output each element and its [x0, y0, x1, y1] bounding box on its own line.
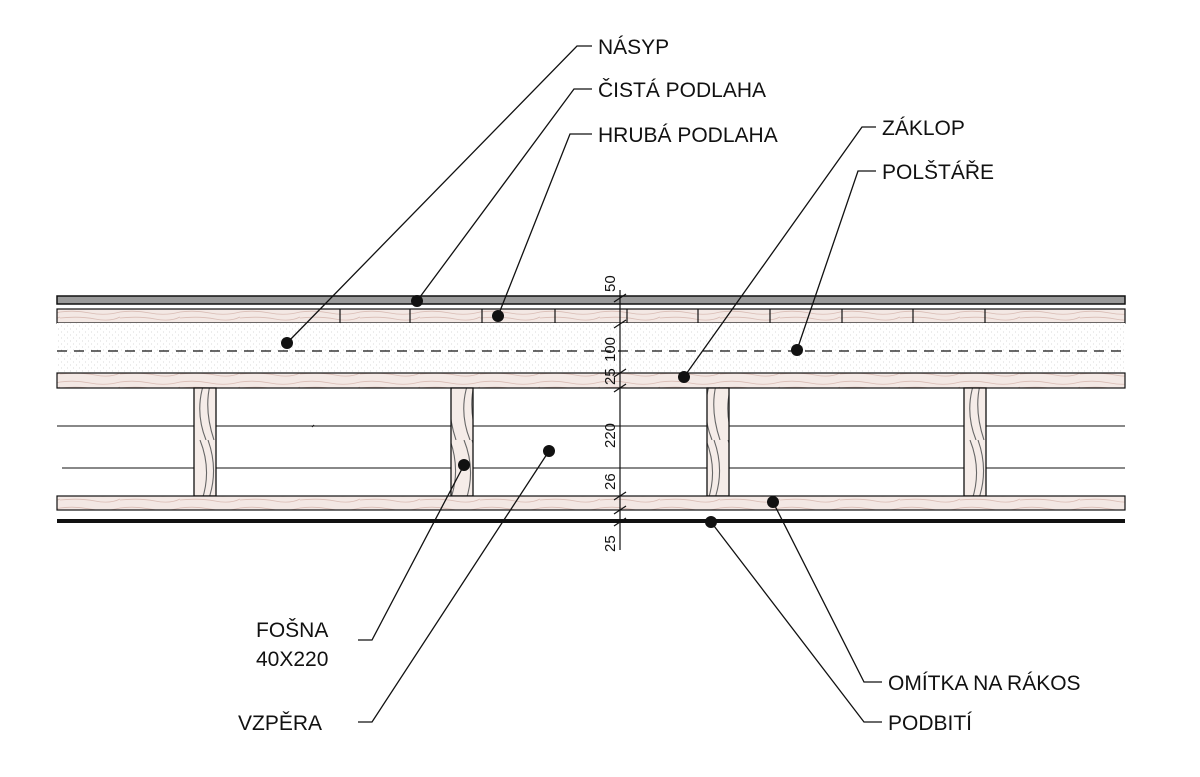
label-vzpera: VZPĚRA — [238, 712, 322, 735]
leader-omitka — [772, 501, 882, 683]
label-podbiti: PODBITÍ — [888, 712, 972, 735]
joist-zone — [57, 424, 1125, 469]
leader-hruba-podlaha — [497, 133, 592, 317]
brace-1 — [193, 387, 217, 497]
dot-omitka — [767, 496, 779, 508]
brace-2 — [450, 387, 474, 497]
label-nasyp: NÁSYP — [598, 36, 669, 59]
leader-podbiti — [710, 521, 882, 723]
plaster-layer — [57, 519, 1125, 523]
dot-polstare — [791, 344, 803, 356]
dimension-labels: 50 100 25 220 26 25 — [602, 275, 619, 552]
brace-3 — [706, 387, 730, 497]
dimension-25-top: 25 — [602, 368, 619, 385]
clean-floor-layer — [56, 295, 1126, 305]
dot-cista-podlaha — [411, 295, 423, 307]
dot-hruba-podlaha — [492, 310, 504, 322]
label-fosna-line1: FOŠNA — [256, 619, 328, 642]
label-hruba-podlaha: HRUBÁ PODLAHA — [598, 124, 778, 147]
dot-podbiti — [705, 516, 717, 528]
dimension-25-bottom: 25 — [602, 535, 619, 552]
label-zaklop: ZÁKLOP — [882, 117, 965, 140]
leader-vzpera — [358, 450, 550, 723]
dimension-26: 26 — [602, 473, 619, 490]
callout-labels: NÁSYP ČISTÁ PODLAHA HRUBÁ PODLAHA ZÁKLOP… — [238, 36, 1081, 735]
dot-vzpera — [543, 445, 555, 457]
label-polstare: POLŠTÁŘE — [882, 161, 994, 184]
dot-nasyp — [281, 337, 293, 349]
dot-fosna — [458, 459, 470, 471]
dimension-100: 100 — [602, 337, 619, 362]
leader-dots — [281, 295, 803, 528]
rough-floor-layer — [56, 308, 1126, 324]
dimension-50: 50 — [602, 275, 619, 292]
underboarding-layer — [56, 495, 1126, 511]
dot-zaklop — [678, 371, 690, 383]
sheathing-layer — [56, 372, 1126, 389]
dimension-220: 220 — [602, 423, 619, 448]
brace-4 — [963, 387, 987, 497]
leader-polstare — [796, 170, 876, 351]
fill-layer — [57, 323, 1125, 373]
leader-cista-podlaha — [416, 88, 592, 302]
label-cista-podlaha: ČISTÁ PODLAHA — [598, 79, 766, 102]
label-omitka: OMÍTKA NA RÁKOS — [888, 672, 1081, 695]
dimension-line — [613, 290, 627, 550]
leader-lines — [286, 45, 882, 723]
leader-nasyp — [286, 45, 592, 344]
label-fosna-line2: 40X220 — [256, 648, 328, 671]
leader-fosna — [358, 464, 465, 641]
leader-zaklop — [683, 126, 876, 378]
braces — [193, 387, 987, 497]
